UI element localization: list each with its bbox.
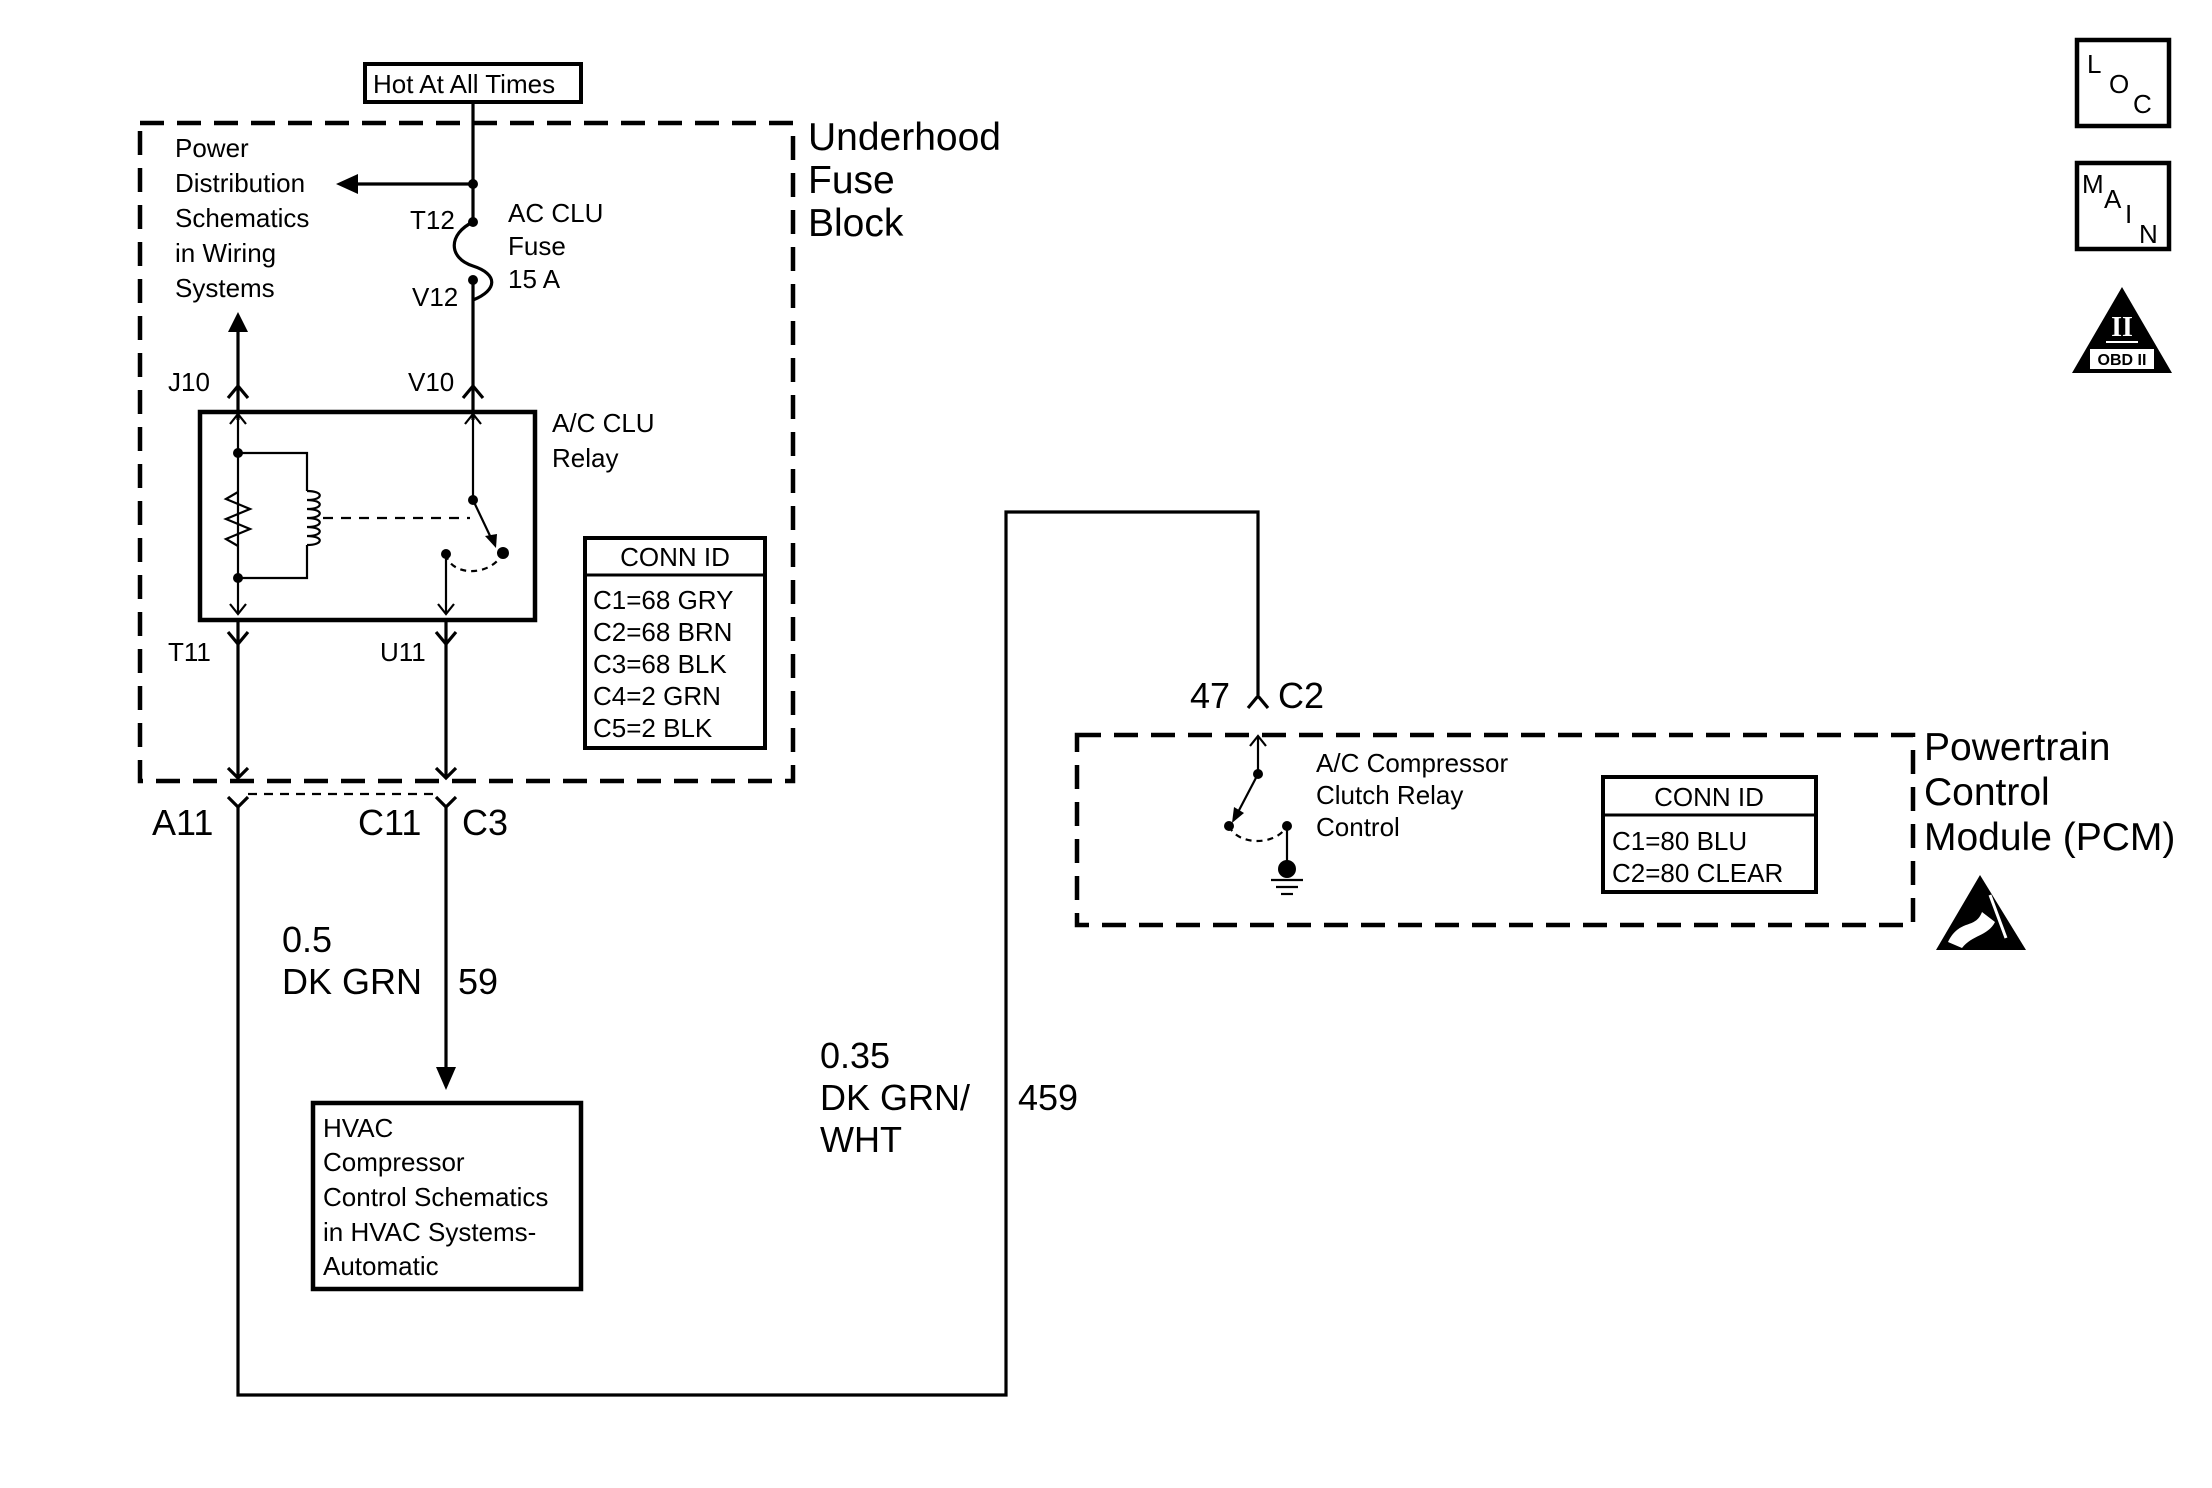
svg-text:I: I bbox=[2125, 199, 2132, 229]
ground-icon bbox=[1278, 860, 1296, 878]
svg-text:in HVAC Systems-: in HVAC Systems- bbox=[323, 1217, 536, 1247]
svg-text:Control: Control bbox=[1924, 771, 2050, 814]
svg-text:Power: Power bbox=[175, 133, 249, 163]
svg-text:Control Schematics: Control Schematics bbox=[323, 1182, 548, 1212]
pin-v12: V12 bbox=[412, 282, 458, 312]
esd-warning-icon bbox=[1936, 875, 2026, 950]
fuse-label: AC CLU Fuse 15 A bbox=[508, 198, 603, 294]
pin-t12: T12 bbox=[410, 205, 455, 235]
svg-text:OBD II: OBD II bbox=[2098, 352, 2147, 369]
svg-text:O: O bbox=[2109, 69, 2129, 99]
pcm-conn-id: CONN ID C1=80 BLU C2=80 CLEAR bbox=[1601, 775, 1818, 894]
wire-459-gauge: 0.35 bbox=[820, 1035, 890, 1076]
fuse-block-boundary bbox=[137, 120, 796, 784]
svg-text:Control: Control bbox=[1316, 812, 1400, 842]
wire-59-gauge: 0.5 bbox=[282, 919, 332, 960]
svg-text:C1=68 GRY: C1=68 GRY bbox=[593, 585, 733, 615]
pin-v10: V10 bbox=[408, 367, 454, 397]
svg-text:C5=2 BLK: C5=2 BLK bbox=[593, 713, 713, 743]
svg-text:in Wiring: in Wiring bbox=[175, 238, 276, 268]
pin-u11: U11 bbox=[380, 637, 426, 667]
wire-459-circuit: 459 bbox=[1018, 1077, 1078, 1118]
svg-text:C2=68 BRN: C2=68 BRN bbox=[593, 617, 732, 647]
fuse-symbol bbox=[452, 220, 494, 302]
main-icon[interactable]: M A I N bbox=[2074, 160, 2172, 252]
svg-text:A/C CLU: A/C CLU bbox=[552, 408, 655, 438]
relay-label: A/C CLU Relay bbox=[552, 408, 655, 473]
svg-text:HVAC: HVAC bbox=[323, 1113, 393, 1143]
svg-text:C2=80 CLEAR: C2=80 CLEAR bbox=[1612, 858, 1783, 888]
hot-at-all-times-label: Hot At All Times bbox=[373, 69, 555, 99]
connector-c3: C3 bbox=[462, 802, 508, 843]
fuse-block-conn-id: CONN ID C1=68 GRY C2=68 BRN C3=68 BLK C4… bbox=[583, 536, 767, 750]
obd-ii-icon[interactable]: II OBD II bbox=[2072, 287, 2172, 373]
pin-j10: J10 bbox=[168, 367, 210, 397]
svg-text:CONN ID: CONN ID bbox=[620, 542, 730, 572]
loc-icon[interactable]: L O C bbox=[2074, 37, 2172, 129]
svg-text:Schematics: Schematics bbox=[175, 203, 309, 233]
power-distribution-label: Power Distribution Schematics in Wiring … bbox=[175, 133, 309, 303]
svg-text:Fuse: Fuse bbox=[808, 159, 895, 202]
svg-text:N: N bbox=[2139, 219, 2158, 249]
relay-resistor bbox=[223, 491, 253, 547]
svg-text:Block: Block bbox=[808, 202, 904, 245]
wire-459-color-2: WHT bbox=[820, 1119, 902, 1160]
svg-text:Compressor: Compressor bbox=[323, 1147, 465, 1177]
svg-text:15 A: 15 A bbox=[508, 264, 561, 294]
svg-text:CONN ID: CONN ID bbox=[1654, 782, 1764, 812]
hvac-arrow bbox=[436, 1067, 456, 1090]
connector-c11: C11 bbox=[358, 802, 421, 843]
power-dist-arrow bbox=[336, 174, 358, 194]
svg-text:Fuse: Fuse bbox=[508, 231, 566, 261]
svg-text:L: L bbox=[2087, 49, 2101, 79]
relay-coil-icon bbox=[306, 489, 321, 547]
svg-text:Relay: Relay bbox=[552, 443, 618, 473]
pcm-title: Powertrain Control Module (PCM) bbox=[1924, 726, 2175, 859]
wire-459-color-1: DK GRN/ bbox=[820, 1077, 970, 1118]
wire-59-circuit: 59 bbox=[458, 961, 498, 1002]
wire-459 bbox=[236, 510, 1260, 1397]
pin-47: 47 bbox=[1190, 675, 1230, 716]
svg-text:C1=80 BLU: C1=80 BLU bbox=[1612, 826, 1747, 856]
svg-text:AC CLU: AC CLU bbox=[508, 198, 603, 228]
hvac-schematics-box: HVAC Compressor Control Schematics in HV… bbox=[310, 1100, 584, 1292]
svg-text:A: A bbox=[2104, 184, 2122, 214]
svg-text:C: C bbox=[2133, 89, 2152, 119]
svg-text:A/C Compressor: A/C Compressor bbox=[1316, 748, 1508, 778]
ac-clu-relay bbox=[197, 409, 538, 623]
svg-text:Systems: Systems bbox=[175, 273, 275, 303]
svg-text:M: M bbox=[2082, 169, 2104, 199]
connector-a11: A11 bbox=[152, 802, 213, 843]
svg-text:C3=68 BLK: C3=68 BLK bbox=[593, 649, 727, 679]
svg-text:Distribution: Distribution bbox=[175, 168, 305, 198]
svg-text:Module (PCM): Module (PCM) bbox=[1924, 816, 2175, 859]
pcm-boundary bbox=[1074, 732, 1916, 928]
pcm-switch-label: A/C Compressor Clutch Relay Control bbox=[1316, 748, 1508, 842]
connector-c2: C2 bbox=[1278, 675, 1324, 716]
svg-text:Powertrain: Powertrain bbox=[1924, 726, 2110, 769]
fuse-block-title: Underhood Fuse Block bbox=[808, 116, 1001, 245]
svg-text:Clutch Relay: Clutch Relay bbox=[1316, 780, 1463, 810]
j10-arrow bbox=[228, 312, 248, 332]
svg-text:Automatic: Automatic bbox=[323, 1251, 439, 1281]
svg-text:II: II bbox=[2111, 312, 2133, 343]
pin-t11: T11 bbox=[168, 637, 211, 667]
svg-text:Underhood: Underhood bbox=[808, 116, 1001, 159]
wire-59-color: DK GRN bbox=[282, 961, 422, 1002]
svg-text:C4=2 GRN: C4=2 GRN bbox=[593, 681, 721, 711]
